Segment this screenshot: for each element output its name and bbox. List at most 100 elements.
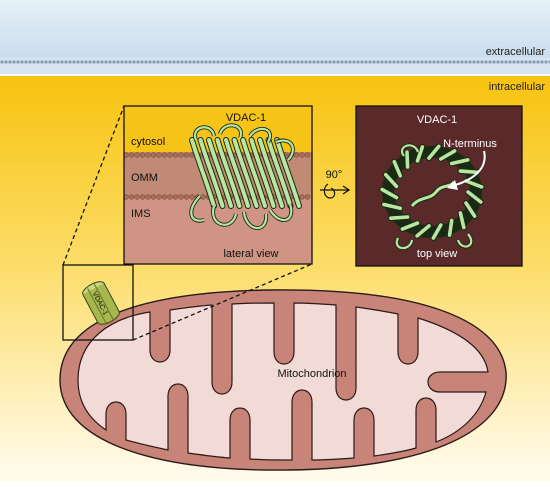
lipid-head: [172, 194, 179, 200]
n-terminus-arrow-head: [447, 180, 458, 190]
lipid-head: [128, 152, 135, 158]
lipid-head: [304, 152, 311, 158]
n-terminal-helix: [410, 181, 456, 208]
lipid-head: [299, 152, 305, 158]
cytosol-label: cytosol: [131, 136, 165, 148]
extracellular-region: [0, 0, 550, 62]
lateral-view-panel: VDAC-1 cytosol OMM IMS lateral view: [123, 105, 313, 265]
beta-strand: [258, 138, 284, 208]
zoom-line-upper: [62, 105, 125, 266]
protein-loop: [395, 237, 414, 250]
protein-loop: [218, 124, 243, 139]
lipid-head: [293, 152, 300, 158]
barrel-strand: [447, 218, 454, 237]
lipid-head: [134, 152, 140, 158]
extracellular-label: extracellular: [486, 46, 546, 58]
protein-loop: [242, 211, 268, 230]
rotation-arrow-head: [342, 185, 351, 195]
beta-strand: [198, 138, 225, 208]
barrel-strand: [389, 215, 410, 220]
vdac-channel-small: VDAC-1: [82, 281, 120, 325]
mitochondrion-matrix: [77, 302, 489, 461]
lipid-head: [139, 194, 146, 200]
lipid-head: [156, 194, 162, 200]
lipid-head: [178, 194, 184, 200]
lipid-head: [161, 194, 168, 200]
n-terminus-label: N-terminus: [443, 138, 497, 150]
barrel-strand: [380, 187, 399, 200]
rotation-indicator: 90°: [320, 169, 351, 199]
barrel-strand: [427, 144, 441, 160]
mitochondrion-label: Mitochondrion: [277, 368, 346, 380]
protein-loop: [190, 195, 205, 222]
zoom-line-lower: [132, 263, 313, 341]
lipid-head: [304, 194, 311, 200]
beta-strand: [241, 138, 267, 208]
lipid-head: [200, 194, 206, 200]
top-panel-background: [355, 105, 523, 267]
protein-loop: [269, 203, 293, 221]
barrel-strand: [458, 169, 479, 175]
beta-strand: [232, 138, 259, 208]
lipid-head: [145, 194, 151, 200]
top-caption: top view: [417, 248, 457, 260]
beta-strand: [275, 138, 301, 208]
barrel-strand: [382, 202, 403, 210]
lipid-head: [128, 194, 135, 200]
barrel-strand: [400, 221, 420, 231]
lateral-ims: [124, 198, 312, 264]
lipid-head: [299, 194, 305, 200]
protein-loop: [193, 126, 216, 141]
barrel-strand: [464, 201, 477, 218]
lipid-head: [150, 194, 157, 200]
lipid-head: [145, 152, 151, 158]
beta-strand: [215, 138, 242, 208]
lipid-head: [134, 194, 140, 200]
lipid-head: [124, 152, 129, 158]
lipid-head: [124, 194, 129, 200]
protein-loop: [401, 144, 420, 157]
lipid-head: [139, 152, 146, 158]
lateral-title: VDAC-1: [226, 112, 266, 124]
lateral-caption: lateral view: [223, 248, 278, 260]
top-view-panel: VDAC-1 N-terminus top view: [355, 105, 523, 267]
barrel-strand: [431, 223, 443, 240]
lipid-head: [178, 152, 184, 158]
lipid-head: [167, 152, 173, 158]
rotation-curl-icon: [323, 183, 336, 199]
lipid-head: [189, 194, 195, 200]
barrel-strand: [405, 150, 410, 169]
barrel-strand: [415, 145, 425, 163]
barrel-strand: [383, 172, 399, 189]
ims-label: IMS: [131, 208, 151, 220]
beta-strand: [266, 138, 293, 208]
protein-loop: [211, 205, 238, 226]
barrel-strand: [466, 190, 483, 204]
lipid-head: [172, 152, 179, 158]
vdac-top-structure: [379, 143, 485, 250]
intracellular-label: intracellular: [489, 81, 546, 93]
beta-strand: [207, 138, 233, 208]
vdac-lateral-structure: [189, 123, 302, 230]
barrel-strand: [458, 211, 466, 230]
top-title: VDAC-1: [417, 114, 457, 126]
lipid-head: [183, 152, 190, 158]
lipid-head: [183, 194, 190, 200]
lipid-head: [150, 152, 157, 158]
barrel-strand: [464, 179, 484, 189]
lipid-head: [161, 152, 168, 158]
beta-strand: [224, 138, 250, 208]
beta-strand: [190, 138, 216, 208]
lipid-head: [156, 152, 162, 158]
barrel-strand: [415, 224, 431, 238]
barrel-strand: [392, 160, 403, 178]
omm-label: OMM: [131, 172, 158, 184]
protein-loop: [456, 233, 473, 248]
barrel-strand: [449, 158, 470, 166]
lipid-head: [167, 194, 173, 200]
protein-loop: [275, 139, 294, 161]
n-terminus-arrow: [451, 150, 486, 187]
lateral-panel-frame: [123, 105, 313, 265]
